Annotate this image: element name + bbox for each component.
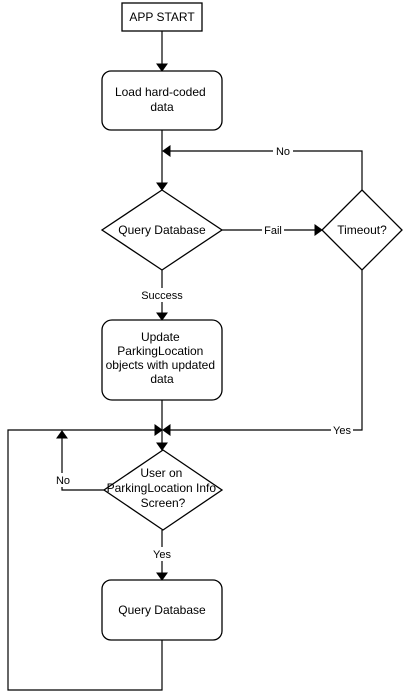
edge-timeout-yes	[170, 270, 363, 431]
node-update: Update ParkingLocation objects with upda…	[101, 319, 223, 401]
node-load-data: Load hard-coded data	[101, 70, 223, 131]
node-query-database-2-label: Query Database	[118, 603, 206, 617]
node-update-label: Update ParkingLocation objects with upda…	[106, 330, 219, 386]
node-timeout: Timeout?	[321, 189, 403, 271]
edge-label-fail: Fail	[264, 225, 282, 237]
edge-label-yes-user: Yes	[153, 549, 171, 561]
node-app-start-label: APP START	[129, 10, 195, 24]
edge-label-no-timeout: No	[276, 146, 290, 158]
arrowhead	[156, 312, 168, 321]
edge-user-no	[61, 438, 104, 491]
arrowhead	[156, 182, 168, 191]
node-load-data-label: Load hard-coded data	[115, 85, 209, 114]
arrowhead	[154, 424, 163, 436]
edge-label-no-user: No	[56, 475, 70, 487]
edge-label-yes-timeout: Yes	[333, 425, 351, 437]
node-timeout-label: Timeout?	[337, 223, 387, 237]
node-user-on-screen: User on ParkingLocation Info Screen?	[102, 449, 224, 531]
arrowhead	[162, 424, 171, 436]
arrowhead	[56, 430, 68, 439]
arrowhead	[156, 442, 168, 451]
node-app-start: APP START	[121, 2, 203, 32]
arrowhead	[314, 224, 323, 236]
node-query-database-2: Query Database	[101, 579, 223, 641]
edge-query2-loop	[7, 429, 163, 691]
arrowhead	[162, 145, 171, 157]
node-user-on-screen-label: User on ParkingLocation Info Screen?	[107, 466, 220, 510]
node-query-database-label: Query Database	[118, 223, 206, 237]
edge-labels: Fail Success No Yes No Yes	[53, 144, 353, 561]
edge-label-success: Success	[141, 290, 183, 302]
arrowhead	[156, 63, 168, 72]
node-query-database: Query Database	[100, 189, 224, 271]
edge-timeout-no	[170, 150, 363, 190]
arrowhead	[156, 572, 168, 581]
